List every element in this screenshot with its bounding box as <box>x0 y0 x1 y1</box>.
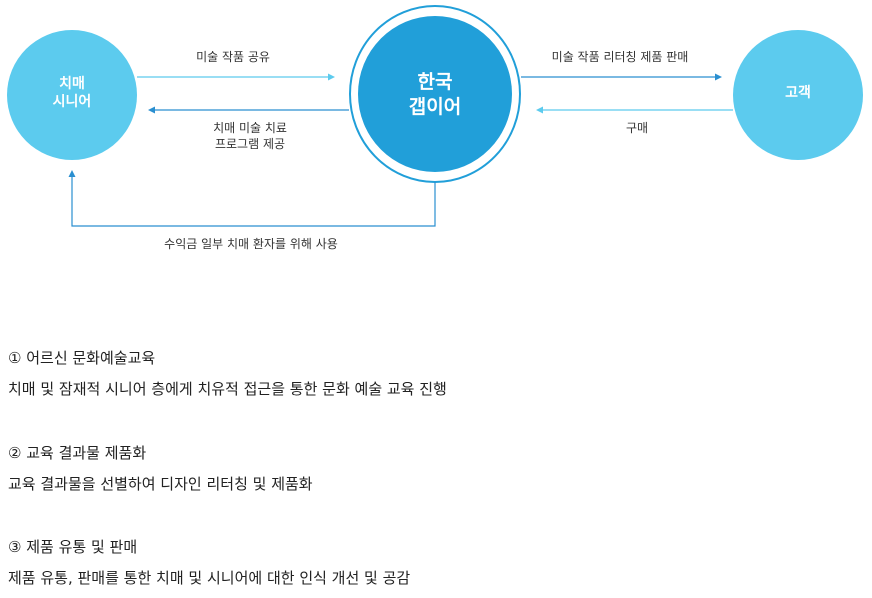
section-1-title: ① 어르신 문화예술교육 <box>8 349 156 367</box>
flow-label-purchase: 구매 <box>625 121 649 135</box>
therapy-line1: 치매 미술 치료 <box>213 121 287 135</box>
customer-node-label: 고객 <box>748 84 848 102</box>
flow-label-therapy: 치매 미술 치료 프로그램 제공 <box>213 120 287 152</box>
arrow-therapy <box>148 106 349 114</box>
section-2-title: ② 교육 결과물 제품화 <box>8 444 147 462</box>
customer-node <box>733 30 863 160</box>
customer-label: 고객 <box>785 85 811 101</box>
center-node <box>358 16 512 172</box>
senior-label-line2: 시니어 <box>52 94 92 111</box>
therapy-line2: 프로그램 제공 <box>214 137 286 151</box>
arrow-revenue <box>68 170 436 227</box>
section-2-body: 교육 결과물을 선별하여 디자인 리터칭 및 제품화 <box>8 475 313 493</box>
section-1-body: 치매 및 잠재적 시니어 층에게 치유적 접근을 통한 문화 예술 교육 진행 <box>8 380 447 398</box>
arrow-purchase <box>536 106 733 114</box>
senior-node-label: 치매 시니어 <box>22 75 122 111</box>
senior-label-line1: 치매 <box>59 76 85 92</box>
center-label-line2: 갭이어 <box>408 95 462 118</box>
flow-label-revenue: 수익금 일부 치매 환자를 위해 사용 <box>164 237 338 251</box>
senior-node <box>7 30 137 160</box>
flow-label-sell: 미술 작품 리터칭 제품 판매 <box>551 50 689 64</box>
flow-label-share-art: 미술 작품 공유 <box>196 50 270 64</box>
flow-diagram <box>7 5 863 227</box>
center-label-line1: 한국 <box>417 71 453 93</box>
arrow-sell <box>521 73 722 81</box>
arrow-share-art <box>137 73 335 81</box>
section-3-body: 제품 유통, 판매를 통한 치매 및 시니어에 대한 인식 개선 및 공감 <box>8 569 411 587</box>
center-node-label: 한국 갭이어 <box>385 70 485 119</box>
section-3-title: ③ 제품 유통 및 판매 <box>8 538 138 556</box>
